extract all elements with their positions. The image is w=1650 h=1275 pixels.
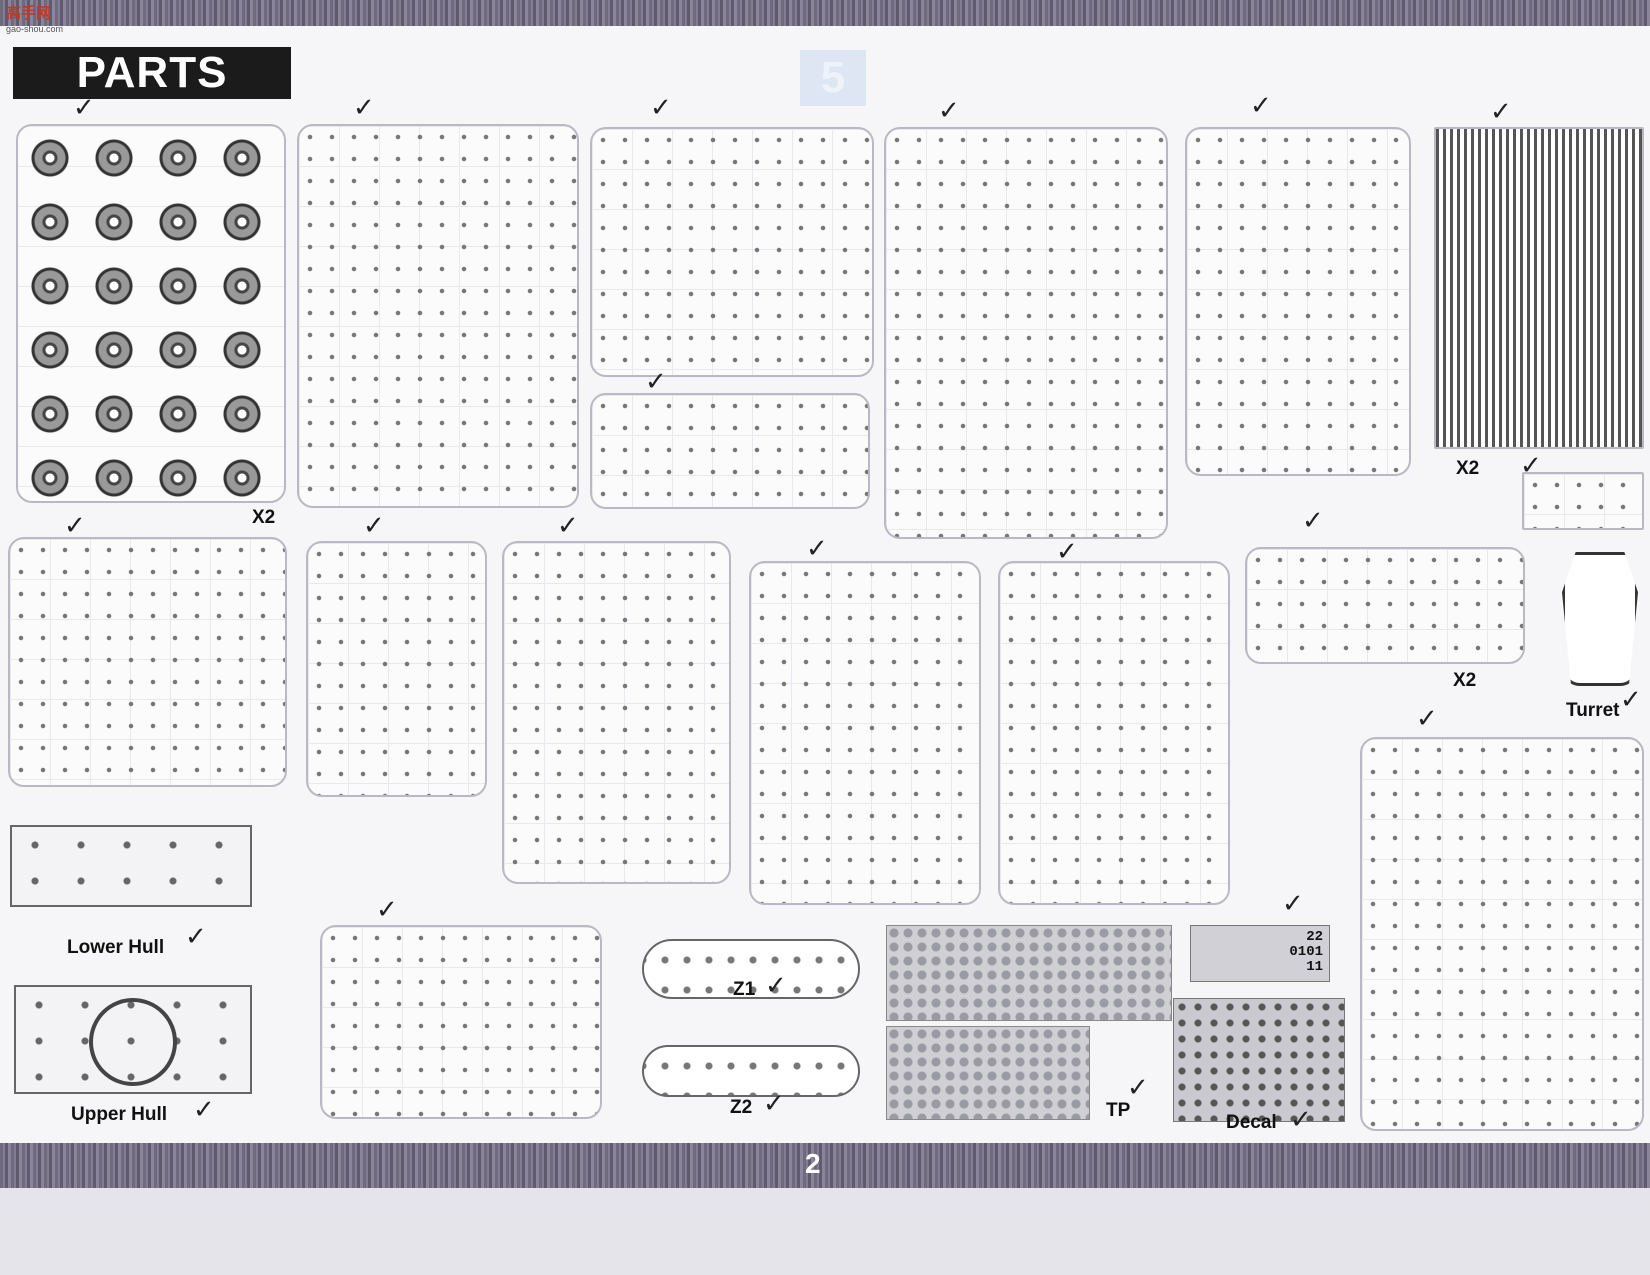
sprue-g-upper-check: ✓: [650, 92, 672, 122]
sprue-f-check: ✓: [376, 894, 398, 924]
tp-label: TP: [1106, 1100, 1131, 1121]
sprue-c: [8, 537, 287, 787]
sprue-p-check: ✓: [806, 533, 828, 563]
sprue-d: [590, 393, 870, 509]
z1-rubber-part: [642, 939, 860, 999]
sprue-b: [297, 124, 579, 508]
z2-label: Z2: [730, 1097, 753, 1118]
z2-check: ✓: [763, 1088, 785, 1118]
upper-hull: [14, 985, 252, 1094]
decal-sheet-small-check: ✓: [1282, 888, 1304, 918]
sprue-a-quantity: X2: [252, 507, 276, 528]
bottom-color-band: [0, 1143, 1650, 1188]
top-color-band: [0, 0, 1650, 26]
decal-sheet-small: 22 0101 11: [1190, 925, 1330, 982]
z1-label: Z1: [733, 979, 756, 1000]
page-margin: [0, 1188, 1650, 1275]
sprue-p: [749, 561, 981, 905]
photo-etch-fret-upper: [886, 925, 1172, 1021]
sprue-t: [1245, 547, 1525, 664]
sprue-s: [1185, 127, 1411, 476]
watermark-logo-text: 高手网: [6, 5, 52, 22]
turret-ring: [89, 998, 177, 1086]
sprue-k-tracks: [1434, 127, 1644, 449]
watermark-logo: 高手网 gao-shou.com: [6, 2, 63, 34]
decal-check: ✓: [1290, 1104, 1312, 1134]
sprue-h-check: ✓: [1056, 536, 1078, 566]
z2-rubber-part: [642, 1045, 860, 1097]
sprue-f: [320, 925, 602, 1119]
sprue-u: [1360, 737, 1644, 1131]
decal-label: Decal: [1226, 1112, 1277, 1133]
turret-shell: [1562, 552, 1638, 686]
sprue-t-check: ✓: [1302, 505, 1324, 535]
sprue-g-lower-check: ✓: [557, 510, 579, 540]
sprue-u-check: ✓: [1416, 703, 1438, 733]
sprue-s-check: ✓: [1250, 90, 1272, 120]
lower-hull-label: Lower Hull: [67, 937, 165, 958]
sprue-g-lower: [502, 541, 731, 884]
sprue-a-check: ✓: [73, 92, 95, 122]
lower-hull: [10, 825, 252, 907]
upper-hull-label: Upper Hull: [71, 1104, 168, 1125]
decal-number-3: 11: [1306, 959, 1323, 975]
sprue-t-quantity: X2: [1453, 670, 1477, 691]
sprue-g-upper: [590, 127, 874, 377]
upper-hull-check: ✓: [193, 1094, 215, 1124]
decal-sheet-large: [1173, 998, 1345, 1122]
decal-number-2: 0101: [1289, 944, 1323, 960]
decal-numbers: 22 0101 11: [1289, 930, 1323, 975]
photo-etch-fret-lower: [886, 1026, 1090, 1120]
track-link-strip-check: ✓: [1520, 450, 1542, 480]
sprue-d-check: ✓: [645, 366, 667, 396]
turret-check: ✓: [1620, 684, 1642, 714]
sprue-l-check: ✓: [363, 510, 385, 540]
turret-label: Turret: [1566, 700, 1620, 721]
tp-check: ✓: [1127, 1072, 1149, 1102]
sprue-r: [884, 127, 1168, 539]
sprue-r-check: ✓: [938, 95, 960, 125]
page-number: 2: [805, 1148, 821, 1179]
decal-number-1: 22: [1306, 929, 1323, 945]
sprue-a: [16, 124, 286, 503]
track-link-strip: [1522, 472, 1644, 530]
sprue-b-check: ✓: [353, 92, 375, 122]
z1-check: ✓: [765, 970, 787, 1000]
sprue-h: [998, 561, 1230, 905]
page-title: PARTS: [13, 47, 291, 99]
sprue-c-check: ✓: [64, 510, 86, 540]
background-step-number: 5: [800, 50, 866, 106]
watermark-url: gao-shou.com: [6, 24, 64, 34]
sprue-l: [306, 541, 487, 797]
sprue-k-quantity: X2: [1456, 458, 1480, 479]
sprue-k-check: ✓: [1490, 96, 1512, 126]
lower-hull-check: ✓: [185, 921, 207, 951]
